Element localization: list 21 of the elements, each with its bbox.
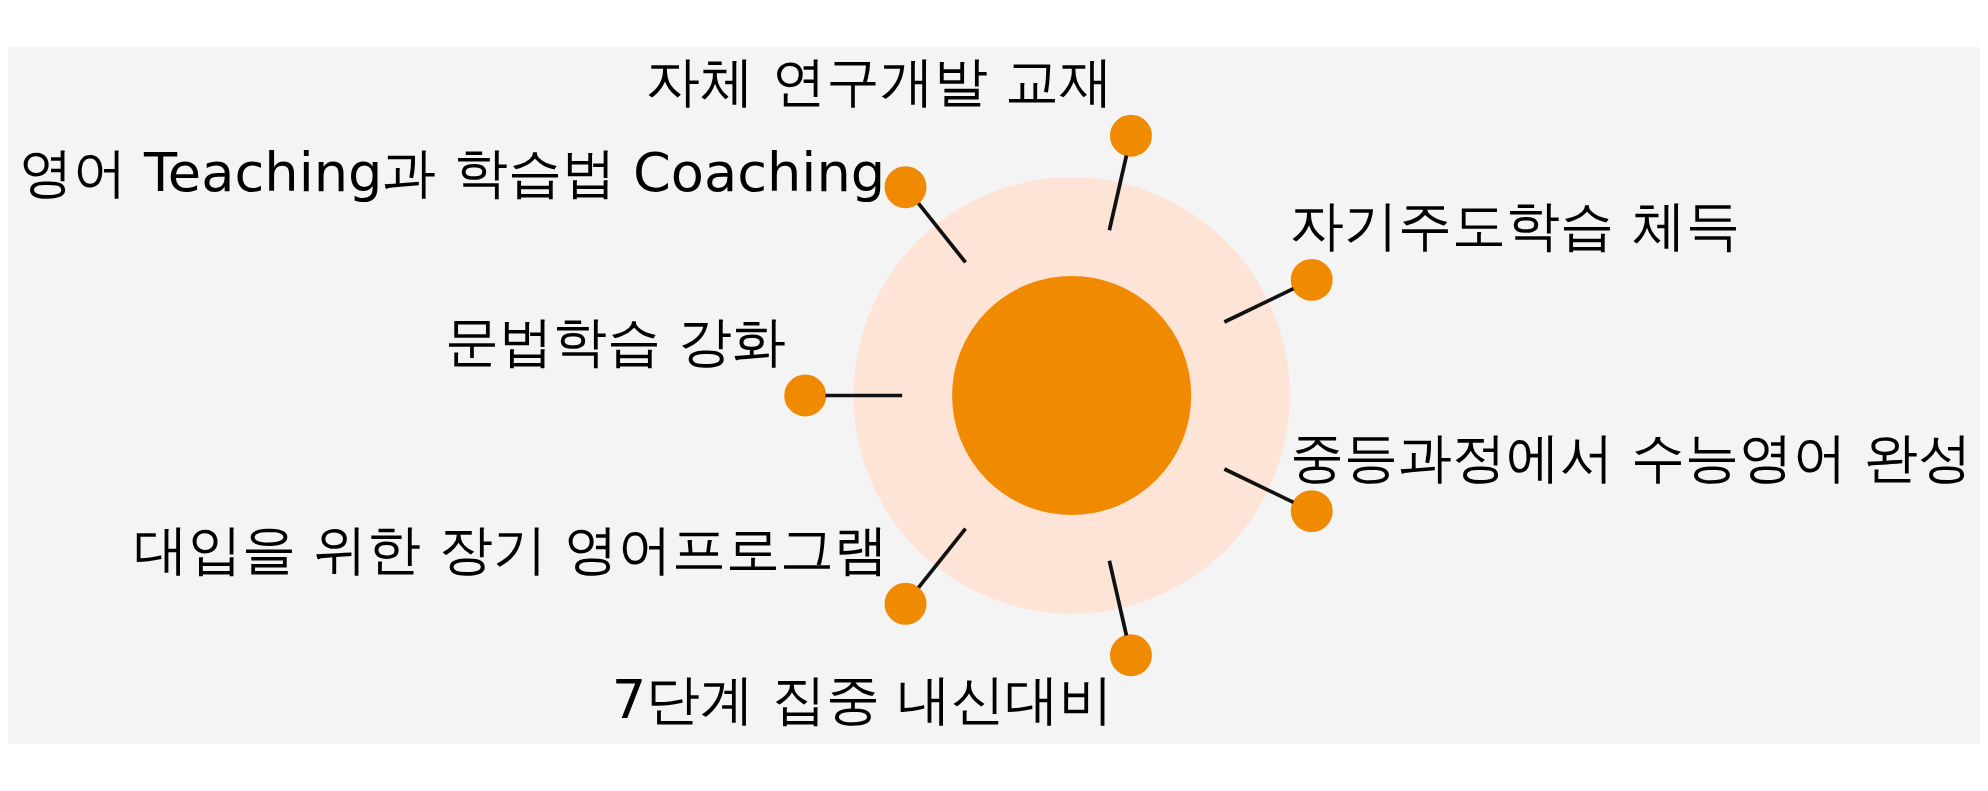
connector [825, 393, 903, 398]
node-circle [784, 374, 827, 417]
node-label: 문법학습 강화 [444, 310, 787, 373]
node-circle [1290, 490, 1333, 533]
node-label: 중등과정에서 수능영어 완성 [1289, 425, 1973, 489]
node-circle [884, 166, 927, 209]
connector [1223, 287, 1295, 324]
node-circle [1110, 114, 1152, 157]
node-label: 영어 Teaching과 학습법 Coaching [18, 141, 886, 205]
node-circle [1290, 258, 1333, 301]
connector [917, 202, 967, 264]
node-circle [884, 582, 927, 625]
node-label: 자기주도학습 체득 [1290, 194, 1740, 258]
node-circle [1110, 634, 1152, 677]
node-label: 대입을 위한 장기 영어프로그램 [134, 518, 888, 582]
connector [1107, 560, 1129, 636]
node-label: 자체 연구개발 교재 [646, 50, 1113, 114]
connector [917, 527, 967, 589]
node-label: 7단계 집중 내신대비 [611, 668, 1113, 732]
connector [1107, 155, 1129, 231]
connector [1223, 467, 1295, 504]
